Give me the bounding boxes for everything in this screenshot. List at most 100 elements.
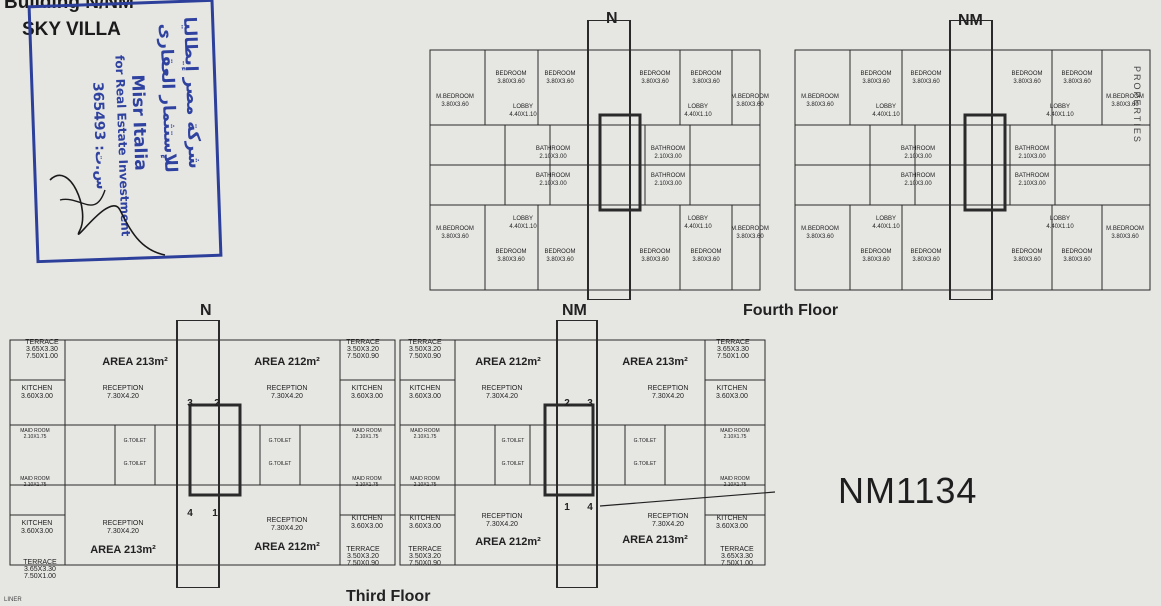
room-dim: 3.80X3.60 [692, 79, 720, 85]
room-label: M.BEDROOM [1106, 94, 1144, 100]
room-label: G.TOILET [124, 461, 147, 467]
room-label: M.BEDROOM [1106, 226, 1144, 232]
unit-number: 1 [212, 508, 218, 519]
room-dim: 3.80X3.60 [862, 257, 890, 263]
room-dim: 3.65X3.30 [717, 346, 749, 353]
core-label-nm-fourth: NM [958, 12, 983, 29]
room-label: RECEPTION [482, 513, 523, 520]
third-floor-plan: AREA 213m² AREA 212m² AREA 212m² AREA 21… [9, 320, 775, 588]
room-dim: 3.80X3.60 [497, 79, 525, 85]
room-dim: 2.10X1.75 [724, 434, 747, 440]
room-label: BEDROOM [639, 249, 670, 255]
room-label: MAID ROOM [720, 476, 749, 482]
room-dim: 3.80X3.60 [1111, 102, 1139, 108]
room-label: TERRACE [716, 339, 750, 346]
room-label: MAID ROOM [352, 428, 381, 434]
room-label: LOBBY [688, 104, 708, 110]
room-dim: 7.30X4.20 [107, 528, 139, 535]
room-dim: 3.50X3.20 [409, 553, 441, 560]
room-dim: 7.30X4.20 [107, 393, 139, 400]
room-dim: 7.50X0.90 [409, 353, 441, 360]
area-label: AREA 212m² [475, 536, 541, 548]
room-label: RECEPTION [648, 513, 689, 520]
room-label: M.BEDROOM [436, 94, 474, 100]
room-label: BATHROOM [901, 173, 935, 179]
room-dim: 3.60X3.00 [21, 393, 53, 400]
area-label: AREA 213m² [90, 544, 156, 556]
room-label: M.BEDROOM [801, 226, 839, 232]
callout-leader-line [599, 491, 775, 507]
room-dim: 2.10X3.00 [904, 181, 932, 187]
room-label: BATHROOM [1015, 173, 1049, 179]
room-label: G.TOILET [269, 438, 292, 444]
room-dim: 7.50X1.00 [26, 353, 58, 360]
room-dim: 4.40X1.10 [509, 224, 537, 230]
room-label: BATHROOM [901, 146, 935, 152]
area-label: AREA 213m² [622, 356, 688, 368]
room-dim: 3.80X3.60 [1111, 234, 1139, 240]
room-dim: 3.80X3.60 [1063, 79, 1091, 85]
room-dim: 7.30X4.20 [486, 393, 518, 400]
room-dim: 3.50X3.20 [347, 346, 379, 353]
project-title: SKY VILLA [22, 19, 121, 40]
room-label: LOBBY [513, 216, 533, 222]
room-dim: 2.10X1.75 [414, 482, 437, 488]
room-dim: 7.50X0.90 [347, 560, 379, 567]
room-dim: 7.30X4.20 [652, 393, 684, 400]
room-label: G.TOILET [124, 438, 147, 444]
area-label: AREA 212m² [254, 356, 320, 368]
room-dim: 3.80X3.60 [641, 257, 669, 263]
room-label: G.TOILET [269, 461, 292, 467]
room-label: TERRACE [408, 546, 442, 553]
room-dim: 3.60X3.00 [409, 523, 441, 530]
room-dim: 3.80X3.60 [497, 257, 525, 263]
room-label: KITCHEN [410, 515, 441, 522]
room-label: LOBBY [876, 216, 896, 222]
room-dim: 3.80X3.60 [546, 79, 574, 85]
room-dim: 2.10X1.75 [414, 434, 437, 440]
room-dim: 3.60X3.00 [351, 393, 383, 400]
room-label: MAID ROOM [20, 428, 49, 434]
room-label: BEDROOM [1061, 249, 1092, 255]
room-label: BEDROOM [910, 71, 941, 77]
room-label: RECEPTION [267, 385, 308, 392]
area-label: AREA 212m² [254, 541, 320, 553]
room-dim: 4.40X1.10 [872, 112, 900, 118]
room-label: MAID ROOM [410, 476, 439, 482]
room-dim: 7.50X0.90 [409, 560, 441, 567]
room-dim: 3.60X3.00 [716, 393, 748, 400]
room-dim: 3.80X3.60 [441, 234, 469, 240]
room-dim: 3.80X3.60 [736, 102, 764, 108]
room-label: MAID ROOM [410, 428, 439, 434]
core-label-nm-third: NM [562, 302, 587, 319]
room-dim: 3.80X3.60 [641, 79, 669, 85]
fourth-floor-plan: BEDROOM 3.80X3.60 BEDROOM 3.80X3.60 BEDR… [429, 20, 1151, 300]
room-label: KITCHEN [717, 385, 748, 392]
room-label: BATHROOM [1015, 146, 1049, 152]
room-label: G.TOILET [502, 461, 525, 467]
room-dim: 2.10X3.00 [654, 181, 682, 187]
room-label: M.BEDROOM [731, 226, 769, 232]
room-dim: 2.10X3.00 [539, 154, 567, 160]
room-dim: 4.40X1.10 [509, 112, 537, 118]
room-label: MAID ROOM [352, 476, 381, 482]
unit-number: 1 [564, 502, 570, 513]
room-dim: 2.10X1.75 [356, 482, 379, 488]
room-dim: 3.80X3.60 [1013, 79, 1041, 85]
corner-mark: LINER [4, 597, 22, 603]
room-label: BEDROOM [690, 71, 721, 77]
room-dim: 2.10X3.00 [654, 154, 682, 160]
unit-number: 2 [564, 398, 570, 409]
room-dim: 2.10X3.00 [1018, 181, 1046, 187]
room-dim: 3.80X3.60 [912, 257, 940, 263]
unit-callout: NM1134 [838, 470, 978, 511]
room-dim: 7.30X4.20 [271, 525, 303, 532]
room-label: KITCHEN [22, 385, 53, 392]
room-dim: 2.10X1.75 [724, 482, 747, 488]
room-dim: 3.50X3.20 [409, 346, 441, 353]
room-label: KITCHEN [717, 515, 748, 522]
room-label: BATHROOM [651, 146, 685, 152]
room-label: BEDROOM [910, 249, 941, 255]
room-dim: 3.80X3.60 [912, 79, 940, 85]
fourth-floor-label: Fourth Floor [743, 302, 839, 319]
